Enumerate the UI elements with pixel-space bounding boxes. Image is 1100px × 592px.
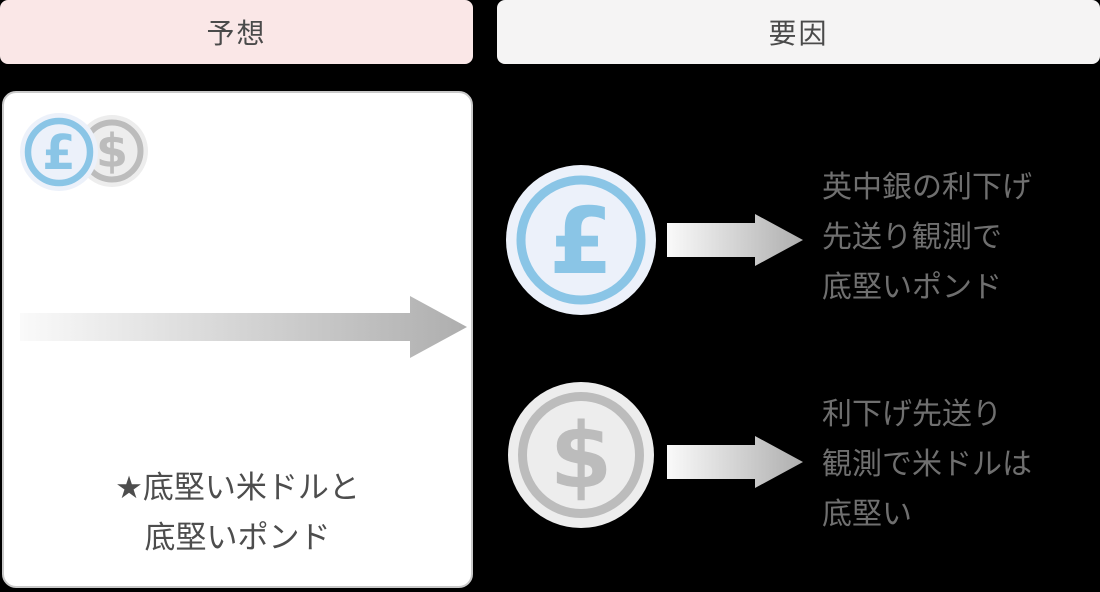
forecast-header-label: 予想 <box>206 17 267 50</box>
pound-symbol: £ <box>42 125 75 181</box>
pound-factor-line2: 先送り観測で <box>822 220 1002 255</box>
dollar-factor-line3: 底堅い <box>822 497 912 532</box>
dollar-symbol: $ <box>550 404 613 509</box>
coin-pair: $ £ <box>20 113 154 197</box>
forecast-caption-line2: 底堅いポンド <box>144 520 331 556</box>
forecast-header: 予想 <box>0 0 473 64</box>
dollar-symbol: $ <box>96 124 128 178</box>
forecast-caption-line1: ★底堅い米ドルと <box>115 470 360 506</box>
right-arrow-icon <box>667 436 803 488</box>
dollar-factor-line2: 観測で米ドルは <box>822 447 1032 482</box>
dollar-factor-text: 利下げ先送り 観測で米ドルは 底堅い <box>822 390 1032 540</box>
factors-header-label: 要因 <box>768 17 829 50</box>
pound-factor-text: 英中銀の利下げ 先送り観測で 底堅いポンド <box>822 163 1032 313</box>
pound-factor-line3: 底堅いポンド <box>822 270 1002 305</box>
pound-factor-line1: 英中銀の利下げ <box>822 170 1032 205</box>
factors-header: 要因 <box>497 0 1100 64</box>
dollar-coin-icon: $ <box>508 382 654 528</box>
pound-coin-icon: £ <box>20 113 98 191</box>
flat-trend-arrow-icon <box>20 296 467 358</box>
dollar-factor-line1: 利下げ先送り <box>822 397 1002 432</box>
pound-coin-icon: £ <box>506 165 656 315</box>
right-arrow-icon <box>667 214 803 266</box>
forecast-caption: ★底堅い米ドルと 底堅いポンド <box>4 463 471 563</box>
pound-symbol: £ <box>549 188 613 295</box>
forecast-card: $ £ ★底堅い米ドルと 底堅いポンド <box>2 91 473 588</box>
